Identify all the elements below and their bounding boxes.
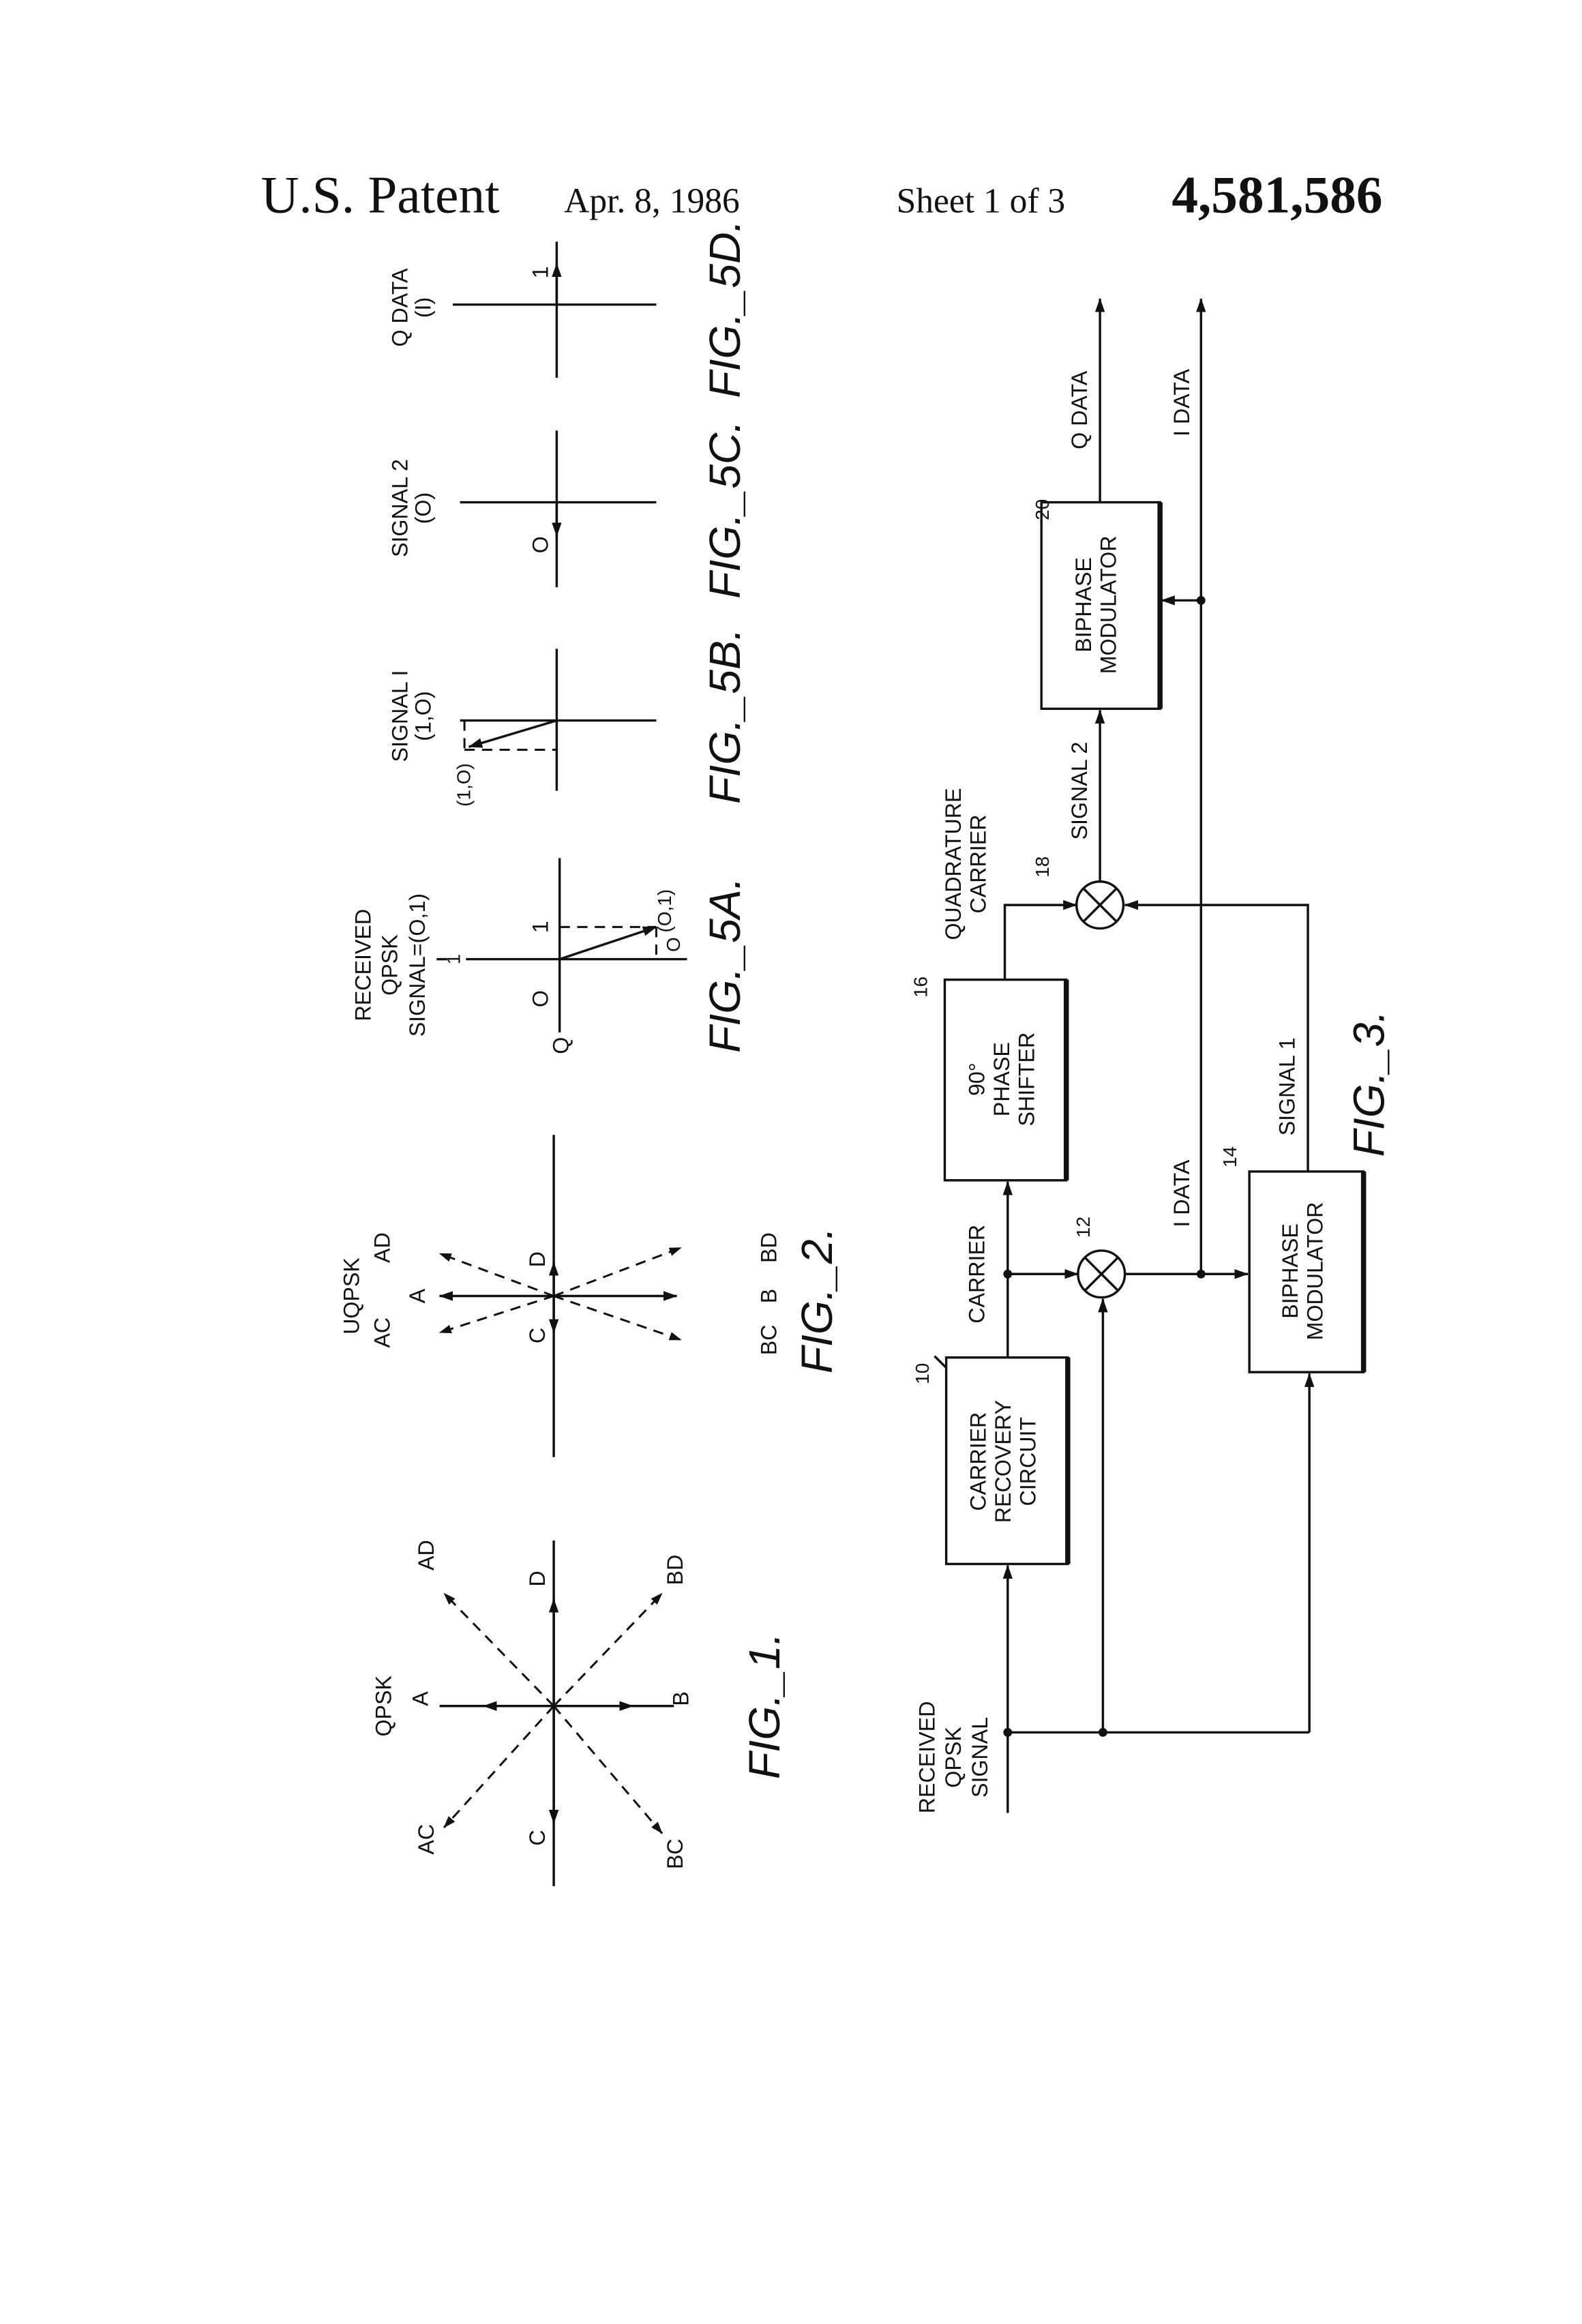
mixer-18: [1077, 882, 1124, 929]
block-label: PHASE: [989, 1042, 1014, 1116]
patent-header: U.S. Patent Apr. 8, 1986 Sheet 1 of 3 4,…: [261, 165, 1383, 224]
sheet-number: Sheet 1 of 3: [897, 181, 1066, 220]
ref-number: 10: [912, 1363, 933, 1384]
block-label: CIRCUIT: [1016, 1417, 1041, 1506]
block-label: MODULATOR: [1303, 1202, 1328, 1341]
label-c: C: [525, 1830, 550, 1845]
label-d: D: [525, 1251, 550, 1267]
block-label: 90°: [964, 1062, 989, 1096]
tick-0-label: O: [528, 990, 553, 1007]
fig-caption: FIG._1.: [740, 1633, 789, 1779]
label-c: C: [525, 1328, 550, 1343]
i-tick-label: 1: [443, 954, 464, 965]
fig-subtitle: (1,O): [411, 691, 436, 741]
ref-number: 16: [910, 977, 931, 998]
fig-5a: 1 1 O Q (O,1) O RECEIVED QPSK SIGNAL=(O,…: [351, 858, 749, 1054]
fig-1: QPSK A B D C AD AC BD BC FIG._1.: [372, 1540, 789, 1886]
fig-title: RECEIVED: [351, 909, 376, 1022]
ref-leader: [934, 1356, 946, 1368]
block-label: BIPHASE: [1278, 1223, 1302, 1319]
fig-subtitle: (I): [411, 297, 436, 318]
fig-caption: FIG._2.: [792, 1227, 841, 1374]
vector-arrow: [560, 927, 657, 959]
fig-subtitle: (O): [411, 492, 436, 524]
vector-bd: [554, 1248, 681, 1296]
fig-title: QPSK: [372, 1675, 396, 1737]
signal-2-label: SIGNAL 2: [1067, 742, 1092, 840]
fig-title: QPSK: [377, 934, 402, 996]
fig-caption: FIG._5B.: [700, 628, 749, 804]
tick-label: O: [528, 536, 553, 553]
q-axis-label: Q: [549, 1037, 573, 1054]
ref-number: 12: [1073, 1217, 1094, 1238]
patent-title: U.S. Patent: [261, 165, 501, 224]
fig-caption: FIG._5C.: [700, 421, 749, 599]
mixer-12: [1078, 1251, 1125, 1298]
vector-bc: [554, 1296, 681, 1339]
patent-date: Apr. 8, 1986: [564, 181, 740, 220]
quadrature-label: CARRIER: [966, 815, 991, 914]
fig-title: Q DATA: [387, 268, 412, 347]
fig-caption: FIG._5D.: [700, 220, 749, 398]
i-data-label: I DATA: [1169, 1159, 1194, 1227]
label-a: A: [408, 1691, 432, 1706]
point-label: (O,1): [654, 889, 675, 933]
fig-title: SIGNAL=(O,1): [405, 893, 430, 1037]
ref-number: 18: [1032, 856, 1053, 878]
ref-number: 20: [1032, 499, 1053, 520]
block-label: CARRIER: [966, 1412, 991, 1511]
label-ad: AD: [414, 1540, 438, 1570]
tick-1-label: 1: [528, 921, 553, 933]
block-label: MODULATOR: [1096, 536, 1121, 674]
fig-title: SIGNAL I: [387, 670, 412, 762]
input-label: RECEIVED: [914, 1701, 939, 1814]
vector-bc: [554, 1706, 662, 1834]
fig-title: SIGNAL 2: [387, 459, 412, 557]
fig-5d: 1 Q DATA (I) FIG._5D.: [387, 220, 749, 398]
quadrature-carrier-line: [1005, 905, 1077, 980]
block-label: BIPHASE: [1071, 557, 1096, 653]
label-bc: BC: [663, 1838, 687, 1869]
fig-5c: O SIGNAL 2 (O) FIG._5C.: [387, 421, 749, 599]
fig-2: UQPSK AC A AD D C BD B BC FIG._2.: [340, 1135, 842, 1457]
quadrature-label: QUADRATURE: [941, 788, 966, 940]
label-ad: AD: [370, 1232, 395, 1263]
i-data-output-label: I DATA: [1169, 369, 1194, 437]
fig-caption: FIG._3.: [1345, 1011, 1394, 1157]
vector-bd: [554, 1593, 662, 1705]
label-bd: BD: [663, 1555, 687, 1585]
ref-number: 14: [1219, 1146, 1240, 1167]
label-a: A: [405, 1288, 430, 1303]
label-bc: BC: [757, 1325, 781, 1356]
fig-caption: FIG._5A.: [700, 877, 749, 1053]
label-b: B: [669, 1691, 693, 1705]
label-d: D: [525, 1570, 550, 1586]
tick-label: 1: [528, 266, 553, 278]
block-label: SHIFTER: [1014, 1032, 1039, 1127]
fig-3: RECEIVED QPSK SIGNAL CARRIER RECOVERY CI…: [910, 299, 1394, 1813]
carrier-label: CARRIER: [964, 1225, 989, 1324]
label-bd: BD: [757, 1232, 781, 1263]
point-label: (1,O): [453, 763, 475, 807]
label-ac: AC: [370, 1317, 395, 1348]
block-label: RECOVERY: [991, 1400, 1015, 1523]
point-o-label: O: [663, 937, 684, 952]
label-ac: AC: [414, 1824, 438, 1855]
fig-5b: (1,O) SIGNAL I (1,O) FIG._5B.: [387, 628, 749, 807]
label-b: B: [757, 1289, 781, 1303]
q-data-output-label: Q DATA: [1067, 370, 1092, 449]
signal-1-label: SIGNAL 1: [1275, 1038, 1300, 1136]
fig-title: UQPSK: [340, 1257, 364, 1335]
input-label: SIGNAL: [968, 1717, 992, 1798]
patent-number: 4,581,586: [1171, 165, 1382, 224]
vector-ac: [444, 1706, 554, 1828]
input-label: QPSK: [941, 1727, 966, 1788]
vector-arrow: [469, 721, 557, 747]
vector-ad: [444, 1593, 554, 1705]
